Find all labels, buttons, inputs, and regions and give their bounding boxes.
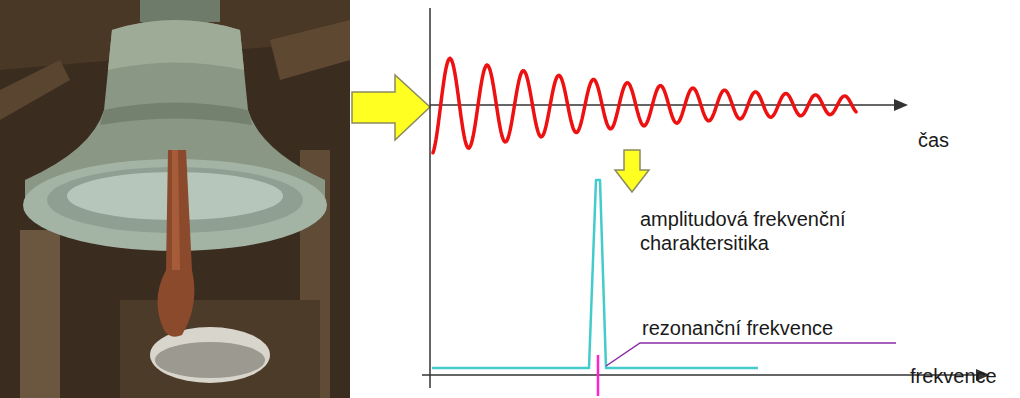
leader-line	[606, 343, 896, 366]
frequency-axis	[422, 374, 978, 376]
amplitude-axis	[429, 8, 431, 190]
yellow-arrow-down	[615, 150, 649, 192]
yellow-arrow	[352, 75, 430, 140]
resonance-tick	[597, 355, 600, 396]
amplitude-axis	[429, 190, 431, 388]
damped-wave	[433, 58, 856, 152]
callout-label: rezonanční frekvence	[642, 316, 833, 340]
time-axis	[430, 104, 898, 106]
axis-arrowhead	[894, 99, 908, 111]
bell-photo	[0, 0, 350, 398]
curve-label: amplitudová frekvenční charaktersitika	[640, 207, 910, 255]
axis-label: frekvence	[910, 364, 997, 388]
axis-label: čas	[918, 128, 949, 152]
